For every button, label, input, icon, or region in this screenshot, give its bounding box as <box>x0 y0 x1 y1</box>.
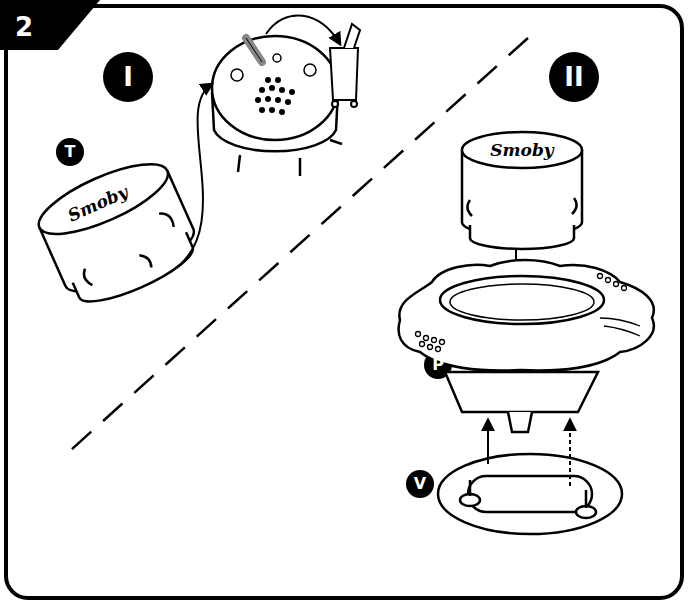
plate-part <box>438 454 622 534</box>
step-number: 2 <box>15 14 33 40</box>
callout-letter: T <box>65 144 76 160</box>
callout-letter: P <box>432 357 444 373</box>
callout-letter: V <box>414 476 426 492</box>
section-numeral: I <box>123 64 133 90</box>
panel-frame <box>6 6 682 598</box>
step-tab <box>0 0 100 50</box>
fix-arrow <box>487 420 489 464</box>
section-numeral: II <box>564 64 583 90</box>
discard-arrow <box>266 15 340 44</box>
fix-arrow <box>569 420 571 486</box>
pull-tab <box>246 38 262 62</box>
base-dots <box>416 274 641 352</box>
cap-part <box>30 151 206 316</box>
section-badge <box>549 52 599 102</box>
speaker-holes <box>255 77 295 115</box>
cap-part <box>462 132 582 249</box>
callout-badge <box>56 138 84 166</box>
move-arrow <box>170 84 212 272</box>
pull-tab-edge <box>246 38 262 62</box>
brand-text: Smoby <box>490 142 553 159</box>
callout-badge <box>406 470 434 498</box>
base-part <box>399 260 654 432</box>
section-badge <box>103 52 153 102</box>
sound-unit <box>212 36 342 176</box>
